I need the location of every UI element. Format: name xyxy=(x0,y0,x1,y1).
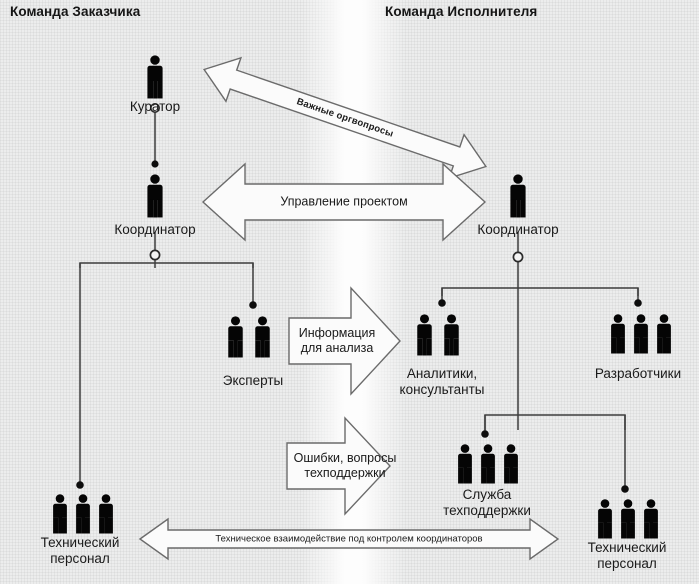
figure-expert-1 xyxy=(228,316,243,358)
marker-tech-staff-left-in xyxy=(76,481,84,489)
figure-coordinator-right xyxy=(510,174,526,218)
link-coordinator-right-branch-top xyxy=(441,287,639,296)
link-coordinator-right-branch-bottom xyxy=(484,414,626,430)
figure-tech-staff-left-1 xyxy=(53,494,67,534)
node-label-experts: Эксперты xyxy=(222,373,284,388)
figure-developer-1 xyxy=(611,314,625,354)
figure-analyst-1 xyxy=(417,314,432,356)
arrow-label-analysis-information: Информация для анализа xyxy=(298,326,376,355)
marker-curator-out xyxy=(150,103,161,114)
connector-lines xyxy=(79,112,639,487)
figure-tech-staff-left-3 xyxy=(99,494,113,534)
figure-support-2 xyxy=(481,444,495,484)
arrow-label-technical-interaction: Техническое взаимодействие под контролем… xyxy=(215,533,483,545)
marker-developers-in xyxy=(634,299,642,307)
figure-developer-2 xyxy=(634,314,648,354)
marker-tech-staff-right-in xyxy=(621,485,629,493)
marker-experts-in xyxy=(249,301,257,309)
arrow-important-org-issues xyxy=(203,56,487,180)
arrow-analysis-information xyxy=(288,286,401,396)
figure-tech-staff-right-3 xyxy=(644,499,658,539)
figure-support-3 xyxy=(504,444,518,484)
marker-support-in xyxy=(481,430,489,438)
figure-support-1 xyxy=(458,444,472,484)
figure-tech-staff-right-1 xyxy=(598,499,612,539)
block-arrows xyxy=(138,56,560,561)
connector-markers xyxy=(76,103,642,493)
header-contractor-team: Команда Исполнителя xyxy=(385,4,538,19)
arrow-technical-interaction xyxy=(138,517,560,561)
marker-analysts-in xyxy=(438,299,446,307)
arrow-label-project-management: Управление проектом xyxy=(280,194,408,209)
arrow-label-bugs-support-questions: Ошибки, вопросы техподдержки xyxy=(293,451,397,480)
figure-tech-staff-right-2 xyxy=(621,499,635,539)
link-coordinator-left-branch xyxy=(79,262,254,268)
node-label-support-service: Служба техподдержки xyxy=(443,487,531,518)
figure-analyst-2 xyxy=(444,314,459,356)
node-label-coordinator-right: Координатор xyxy=(477,222,559,237)
arrow-bugs-support-questions xyxy=(286,416,391,516)
figure-developer-3 xyxy=(657,314,671,354)
node-label-developers: Разработчики xyxy=(594,366,682,381)
figure-coordinator-left xyxy=(147,174,163,218)
node-label-tech-staff-right: Технический персонал xyxy=(587,540,667,571)
node-label-tech-staff-left: Технический персонал xyxy=(40,535,120,566)
marker-coordinator-left-in xyxy=(151,160,159,168)
marker-coordinator-left-out xyxy=(149,249,161,261)
node-label-curator: Куратор xyxy=(129,99,181,114)
node-label-analysts: Аналитики, консультанты xyxy=(399,366,485,397)
node-label-coordinator-left: Координатор xyxy=(114,222,196,237)
figure-curator xyxy=(147,55,163,99)
marker-coordinator-right-out xyxy=(512,251,524,263)
arrow-project-management xyxy=(201,162,487,242)
figure-expert-2 xyxy=(255,316,270,358)
figure-tech-staff-left-2 xyxy=(76,494,90,534)
header-customer-team: Команда Заказчика xyxy=(10,4,141,19)
